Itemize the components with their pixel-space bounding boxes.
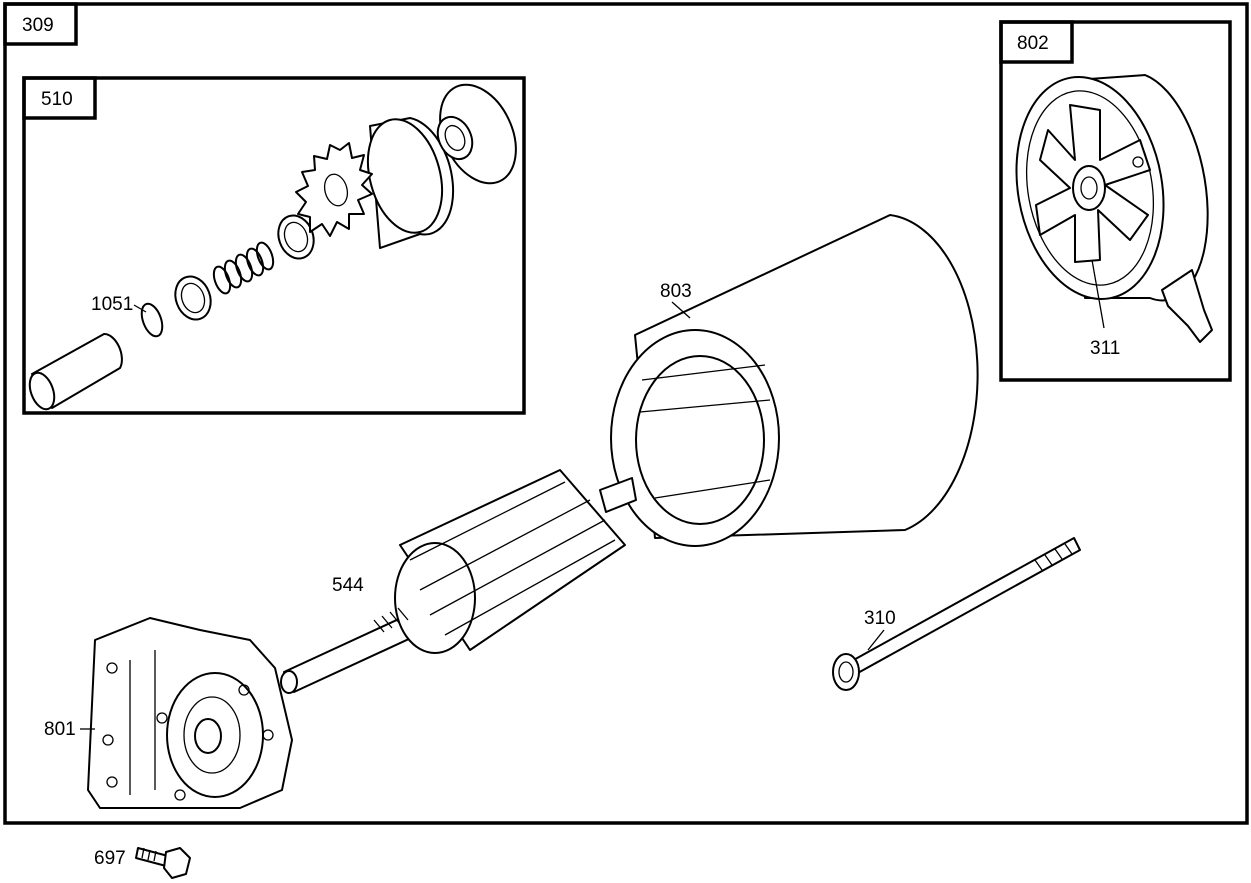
label-309[interactable]: 309 <box>22 15 54 36</box>
label-510[interactable]: 510 <box>41 89 73 110</box>
label-803[interactable]: 803 <box>660 281 692 302</box>
stop-nut-part <box>436 83 517 185</box>
label-310[interactable]: 310 <box>864 608 896 629</box>
sleeve-part <box>28 332 123 411</box>
pinion-gear-part <box>295 117 455 249</box>
label-544[interactable]: 544 <box>332 575 364 596</box>
armature-part <box>280 469 637 694</box>
main-label-box <box>3 2 78 46</box>
label-802[interactable]: 802 <box>1017 33 1049 54</box>
drive-assembly-frame <box>22 76 526 415</box>
end-cap-part <box>1015 74 1213 343</box>
main-frame <box>3 2 1249 825</box>
label-1051[interactable]: 1051 <box>91 294 133 315</box>
spring-part <box>212 241 275 295</box>
label-801[interactable]: 801 <box>44 719 76 740</box>
end-cap-label-box <box>999 20 1074 64</box>
leader-310 <box>867 629 885 651</box>
label-311[interactable]: 311 <box>1090 338 1120 359</box>
leader-1051 <box>133 304 147 313</box>
end-cap-frame <box>999 20 1232 382</box>
label-697[interactable]: 697 <box>94 848 126 869</box>
collar-part <box>174 275 212 321</box>
housing-part <box>610 214 979 547</box>
drive-assembly-label-box <box>22 76 97 120</box>
screw-part <box>135 847 191 879</box>
mounting-bracket-part <box>87 617 293 809</box>
through-bolt-part <box>832 537 1081 691</box>
leader-311 <box>1091 259 1105 329</box>
retaining-ring-part <box>140 302 164 338</box>
leader-803 <box>671 301 691 319</box>
